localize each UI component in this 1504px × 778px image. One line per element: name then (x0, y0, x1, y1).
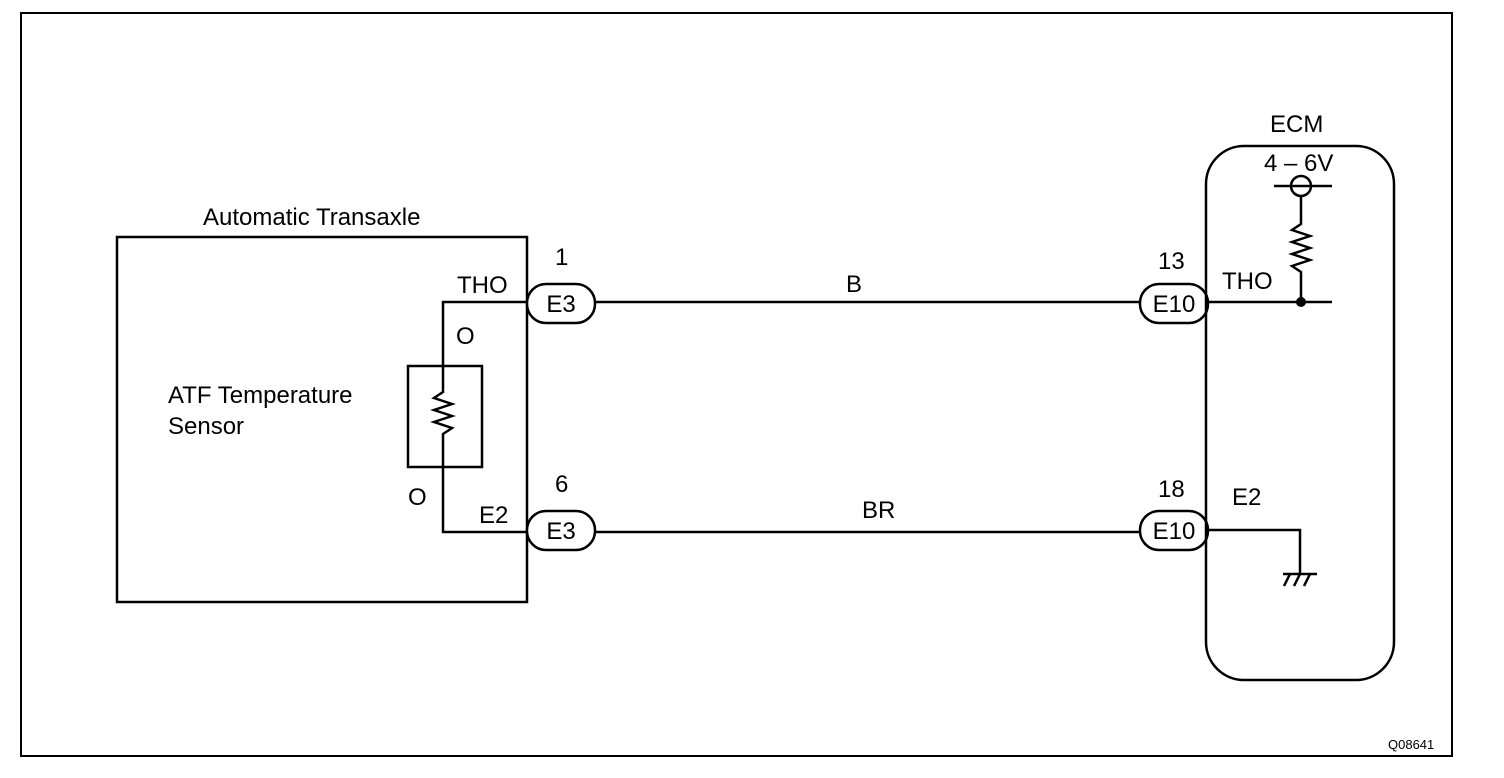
connector-shape (525, 509, 597, 552)
ecm-voltage-label: 4 – 6V (1264, 150, 1333, 177)
connector-shape (1138, 282, 1210, 325)
wire-b-color-label: B (846, 271, 862, 298)
ground-icon (1282, 572, 1317, 587)
connector-name: E10 (1153, 518, 1196, 545)
sensor-label-line2: Sensor (168, 413, 244, 440)
connector-shape (525, 282, 597, 325)
connector-pin-number: 13 (1158, 248, 1185, 275)
connector-name: E10 (1153, 291, 1196, 318)
sensor-label-line1: ATF Temperature (168, 382, 353, 409)
ecm-pin-e2-label: E2 (1232, 484, 1261, 511)
connector-pin-number: 1 (555, 244, 568, 271)
connector-pin-number: 6 (555, 471, 568, 498)
sensor-element-box (406, 364, 484, 469)
ecm-junction-dot (1296, 297, 1306, 307)
connector-name: E3 (546, 291, 575, 318)
sensor-wire-bottom (441, 466, 527, 534)
transaxle-title: Automatic Transaxle (203, 204, 420, 231)
ecm-e2-internal-wire (1208, 528, 1302, 574)
connector-e10-pin18: E10 18 (1138, 476, 1210, 552)
connector-name: E3 (546, 518, 575, 545)
sensor-wire-top (441, 300, 527, 368)
transaxle-pin-tho-label: THO (457, 272, 508, 299)
figure-code: Q08641 (1388, 737, 1434, 752)
ecm-title: ECM (1270, 111, 1323, 138)
transaxle-pin-e2-label: E2 (479, 502, 508, 529)
ecm-pullup-resistor-icon (1288, 196, 1314, 302)
diagram-frame (20, 12, 1453, 757)
terminal-mark-top: O (456, 323, 475, 350)
sensor-resistor-icon (430, 368, 456, 466)
connector-pin-number: 18 (1158, 476, 1185, 503)
connector-e3-pin1: E3 1 (525, 244, 597, 325)
ecm-pin-tho-label: THO (1222, 268, 1273, 295)
ecm-box (1204, 144, 1396, 682)
transaxle-box (115, 235, 529, 604)
terminal-mark-bottom: O (408, 484, 427, 511)
connector-e10-pin13: E10 13 (1138, 248, 1210, 325)
wire-br-color-label: BR (862, 497, 895, 524)
connector-e3-pin6: E3 6 (525, 471, 597, 552)
voltage-source-icon (1274, 174, 1332, 198)
